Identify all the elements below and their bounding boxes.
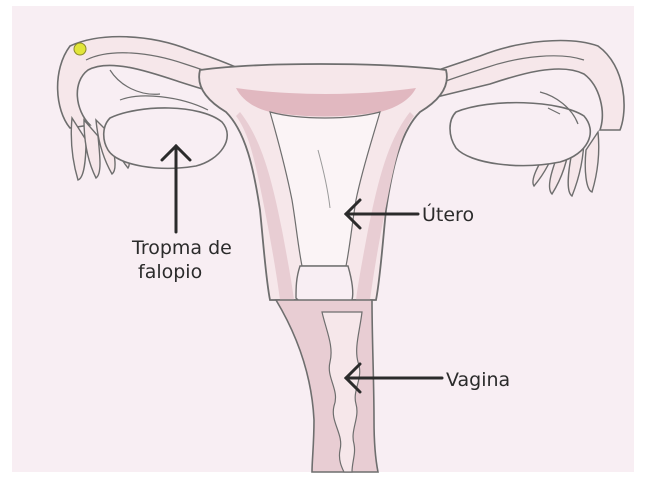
ovum-dot [74,43,86,55]
label-vagina: Vagina [446,368,510,392]
left-ovary [104,108,227,168]
right-ovary [450,103,590,166]
label-fallopian-line2: falopio [132,260,252,284]
label-fallopian-tube: Tropma de falopio [132,236,252,284]
label-uterus: Útero [422,203,474,227]
label-fallopian-line1: Tropma de [132,236,252,260]
